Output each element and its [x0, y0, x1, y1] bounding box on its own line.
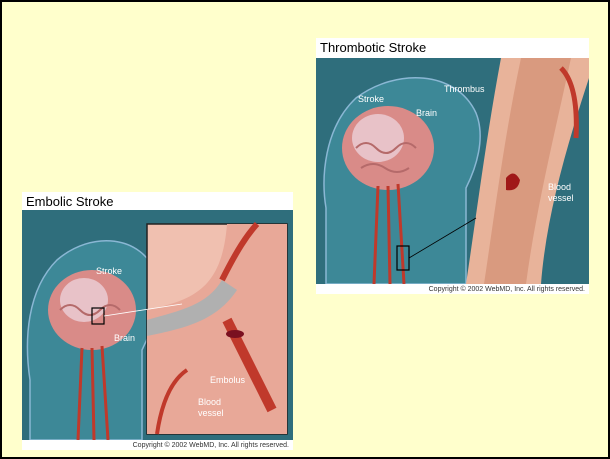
embolic-stroke-title: Embolic Stroke — [26, 194, 113, 209]
thrombotic-stroke-title: Thrombotic Stroke — [320, 40, 426, 55]
embolic-brain-label: Brain — [114, 333, 135, 343]
embolic-copyright: Copyright © 2002 WebMD, Inc. All rights … — [133, 442, 289, 449]
thrombus-label: Thrombus — [444, 84, 485, 94]
embolic-stroke-illustration: Stroke Brain Embolus Blood vessel — [22, 210, 293, 440]
thrombotic-brain-label: Brain — [416, 108, 437, 118]
thrombotic-stroke-illustration: Stroke Brain Thrombus Blood vessel — [316, 58, 589, 284]
embolus-label: Embolus — [210, 375, 246, 385]
embolic-stroke-label: Stroke — [96, 266, 122, 276]
thrombotic-stroke-label: Stroke — [358, 94, 384, 104]
thrombotic-vessel-label-2: vessel — [548, 193, 574, 203]
embolic-vessel-label-2: vessel — [198, 408, 224, 418]
embolic-stroke-figure: Embolic Stroke Stroke Brain Embolus Bloo… — [22, 192, 293, 450]
thrombotic-vessel-label-1: Blood — [548, 182, 571, 192]
thrombotic-stroke-figure: Thrombotic Stroke Stroke Brain Thrombus … — [316, 38, 589, 294]
thrombotic-copyright: Copyright © 2002 WebMD, Inc. All rights … — [429, 286, 585, 293]
embolic-vessel-label-1: Blood — [198, 397, 221, 407]
